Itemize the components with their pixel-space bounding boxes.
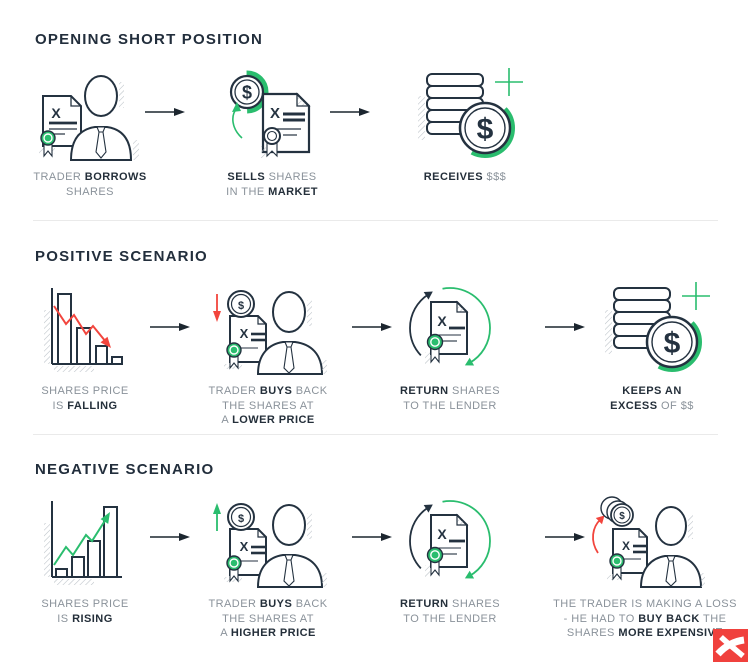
sell-shares-icon: $ X xyxy=(225,70,311,158)
caption-trader-loss: THE TRADER IS MAKING A LOSS- HE HAD TO B… xyxy=(553,598,737,640)
flow-arrow-icon xyxy=(150,323,190,331)
section-divider xyxy=(33,220,718,221)
section-title-negative: NEGATIVE SCENARIO xyxy=(35,461,215,478)
flow-arrow-icon xyxy=(145,108,185,116)
step-receive-money: $ RECEIVES $$$ xyxy=(390,66,540,185)
return-shares-icon: X xyxy=(409,287,491,369)
keep-excess-icon: $ xyxy=(605,282,710,372)
buy-back-lower-icon: $ X xyxy=(213,290,327,375)
svg-text:$: $ xyxy=(477,113,494,146)
flow-arrow-icon xyxy=(330,108,370,116)
flow-arrow-icon xyxy=(545,533,585,541)
step-trader-loss: $ X THE TRADER IS MAKING A LOSS- HE HAD … xyxy=(550,493,740,641)
svg-text:$: $ xyxy=(238,300,244,312)
rising-chart-icon xyxy=(44,501,122,585)
section-title-opening: OPENING SHORT POSITION xyxy=(35,31,264,48)
flow-arrow-icon xyxy=(150,533,190,541)
svg-text:X: X xyxy=(51,105,61,121)
svg-text:$: $ xyxy=(619,511,625,522)
svg-text:X: X xyxy=(240,539,249,554)
falling-chart-icon xyxy=(44,288,123,372)
borrow-shares-icon: X xyxy=(39,75,139,161)
caption-receive: RECEIVES $$$ xyxy=(423,171,507,183)
trader-loss-icon: $ X xyxy=(592,496,705,588)
svg-text:X: X xyxy=(240,326,249,341)
section-divider xyxy=(33,434,718,435)
buy-back-higher-icon: $ X xyxy=(213,503,327,588)
flow-arrow-icon xyxy=(352,533,392,541)
receive-money-icon: $ xyxy=(418,68,523,158)
svg-text:X: X xyxy=(622,539,630,553)
svg-text:X: X xyxy=(437,313,447,329)
svg-text:X: X xyxy=(270,105,280,122)
xtb-logo xyxy=(713,629,748,662)
svg-text:$: $ xyxy=(242,83,252,103)
flow-arrow-icon xyxy=(545,323,585,331)
section-title-positive: POSITIVE SCENARIO xyxy=(35,248,208,265)
flow-arrow-icon xyxy=(352,323,392,331)
return-shares-icon: X xyxy=(409,500,491,582)
svg-text:$: $ xyxy=(238,513,244,525)
x-mark-icon xyxy=(715,635,745,659)
svg-text:X: X xyxy=(437,526,447,542)
svg-text:$: $ xyxy=(664,327,681,360)
